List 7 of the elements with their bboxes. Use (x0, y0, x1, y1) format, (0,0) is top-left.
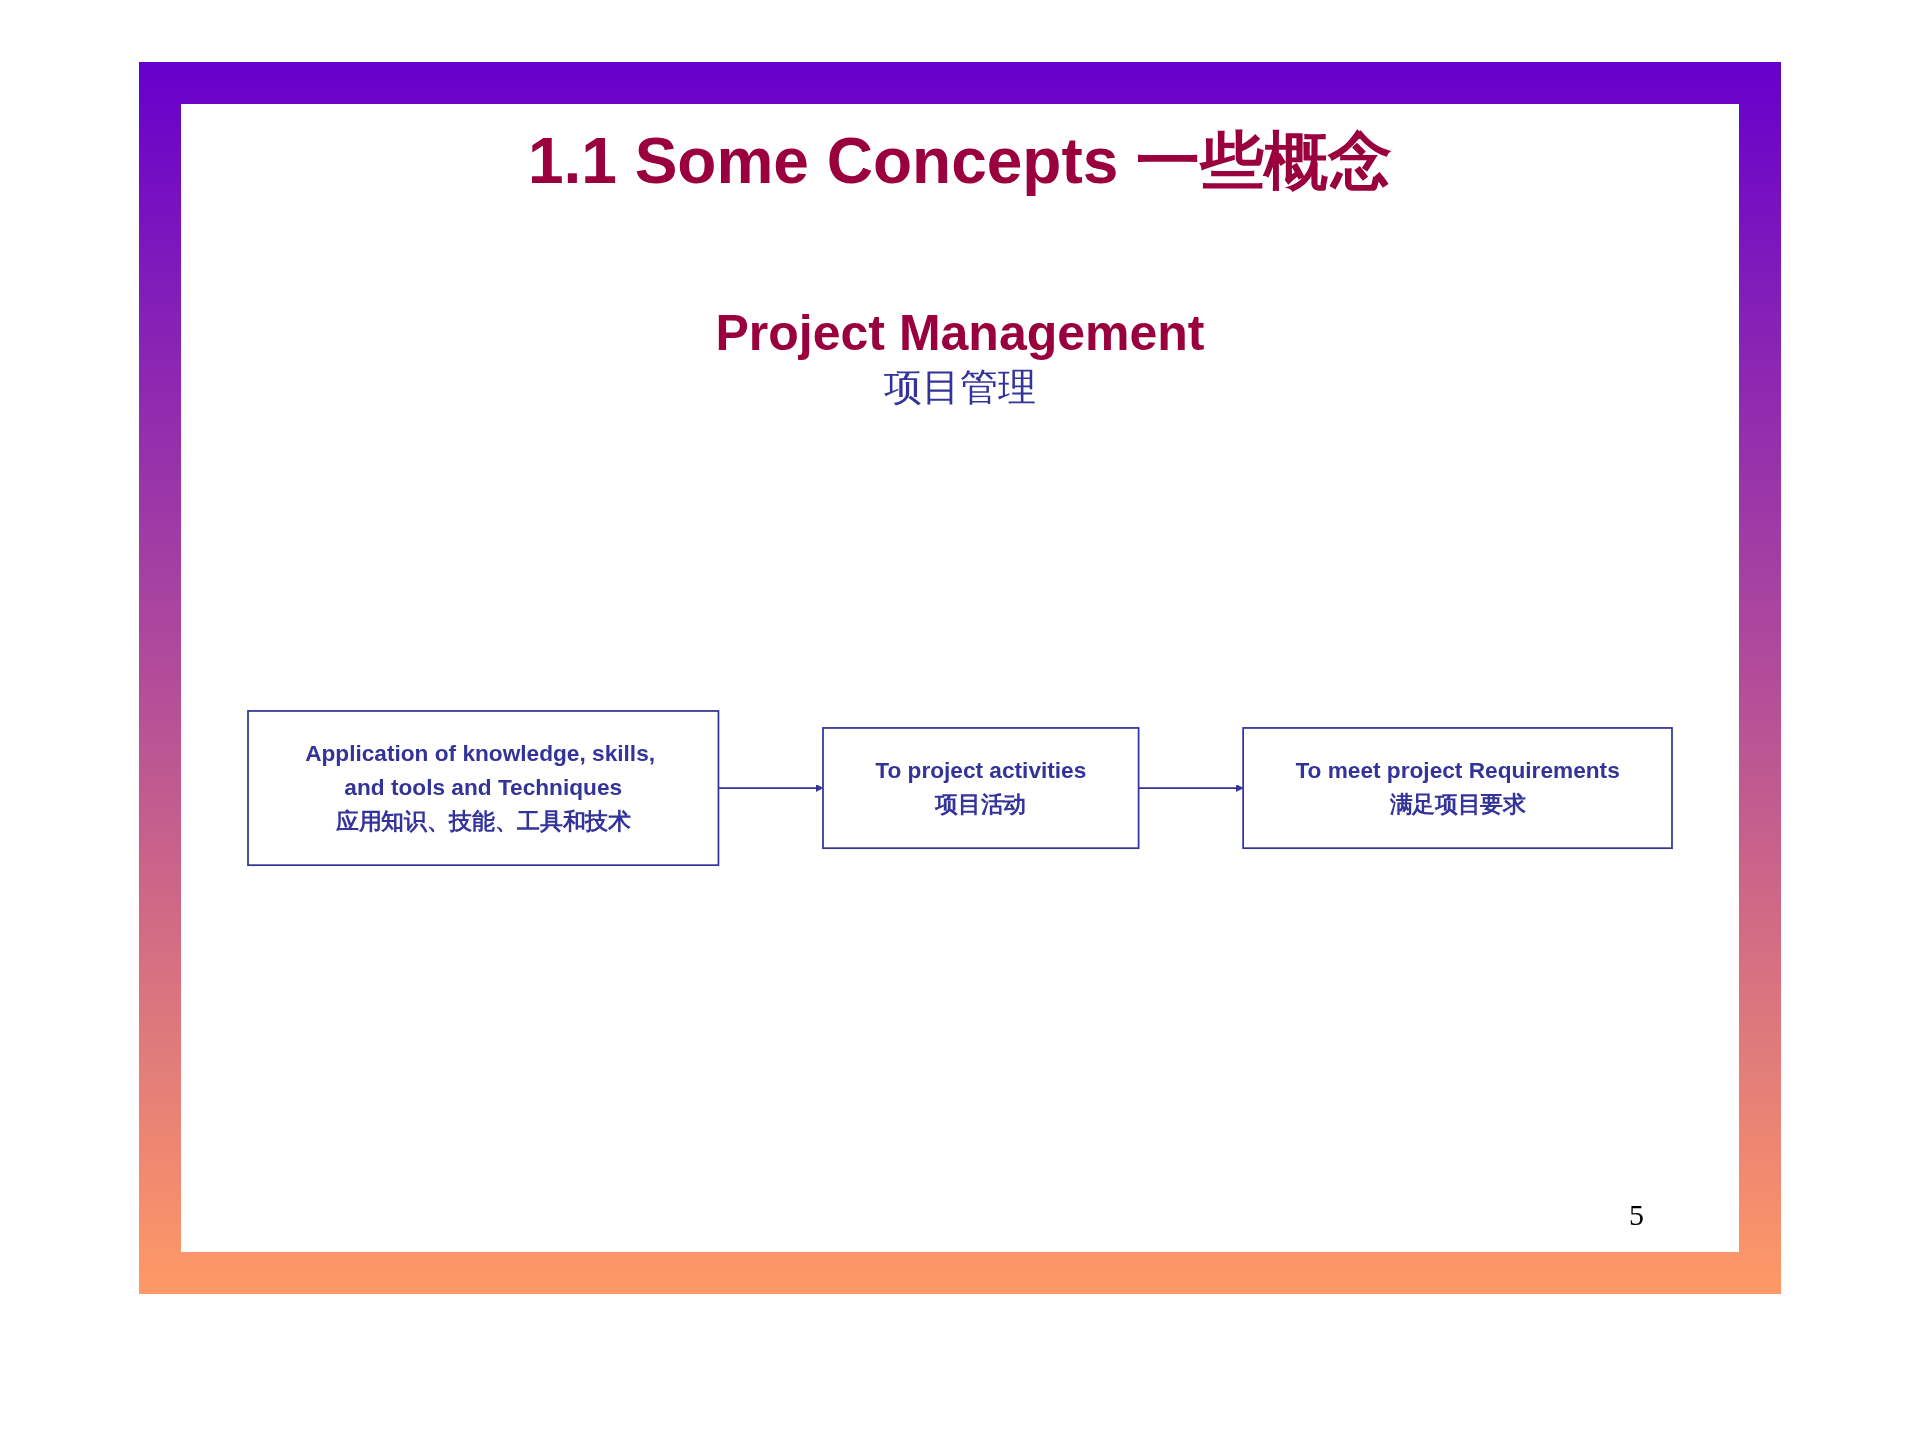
node-box: To meet project Requirements 满足项目要求 (1242, 727, 1673, 849)
page-number: 5 (1629, 1198, 1644, 1232)
node-box: Application of knowledge, skills, and tools and Techniques 应用知识、技能、工具和技术 (247, 710, 720, 866)
diagram-subheading: 项目管理 (883, 364, 1037, 411)
diagram-heading: Project Management (714, 304, 1206, 362)
slide-title: 1.1 Some Concepts 一些概念 (526, 124, 1394, 199)
node-box: To project activities 项目活动 (822, 727, 1140, 849)
